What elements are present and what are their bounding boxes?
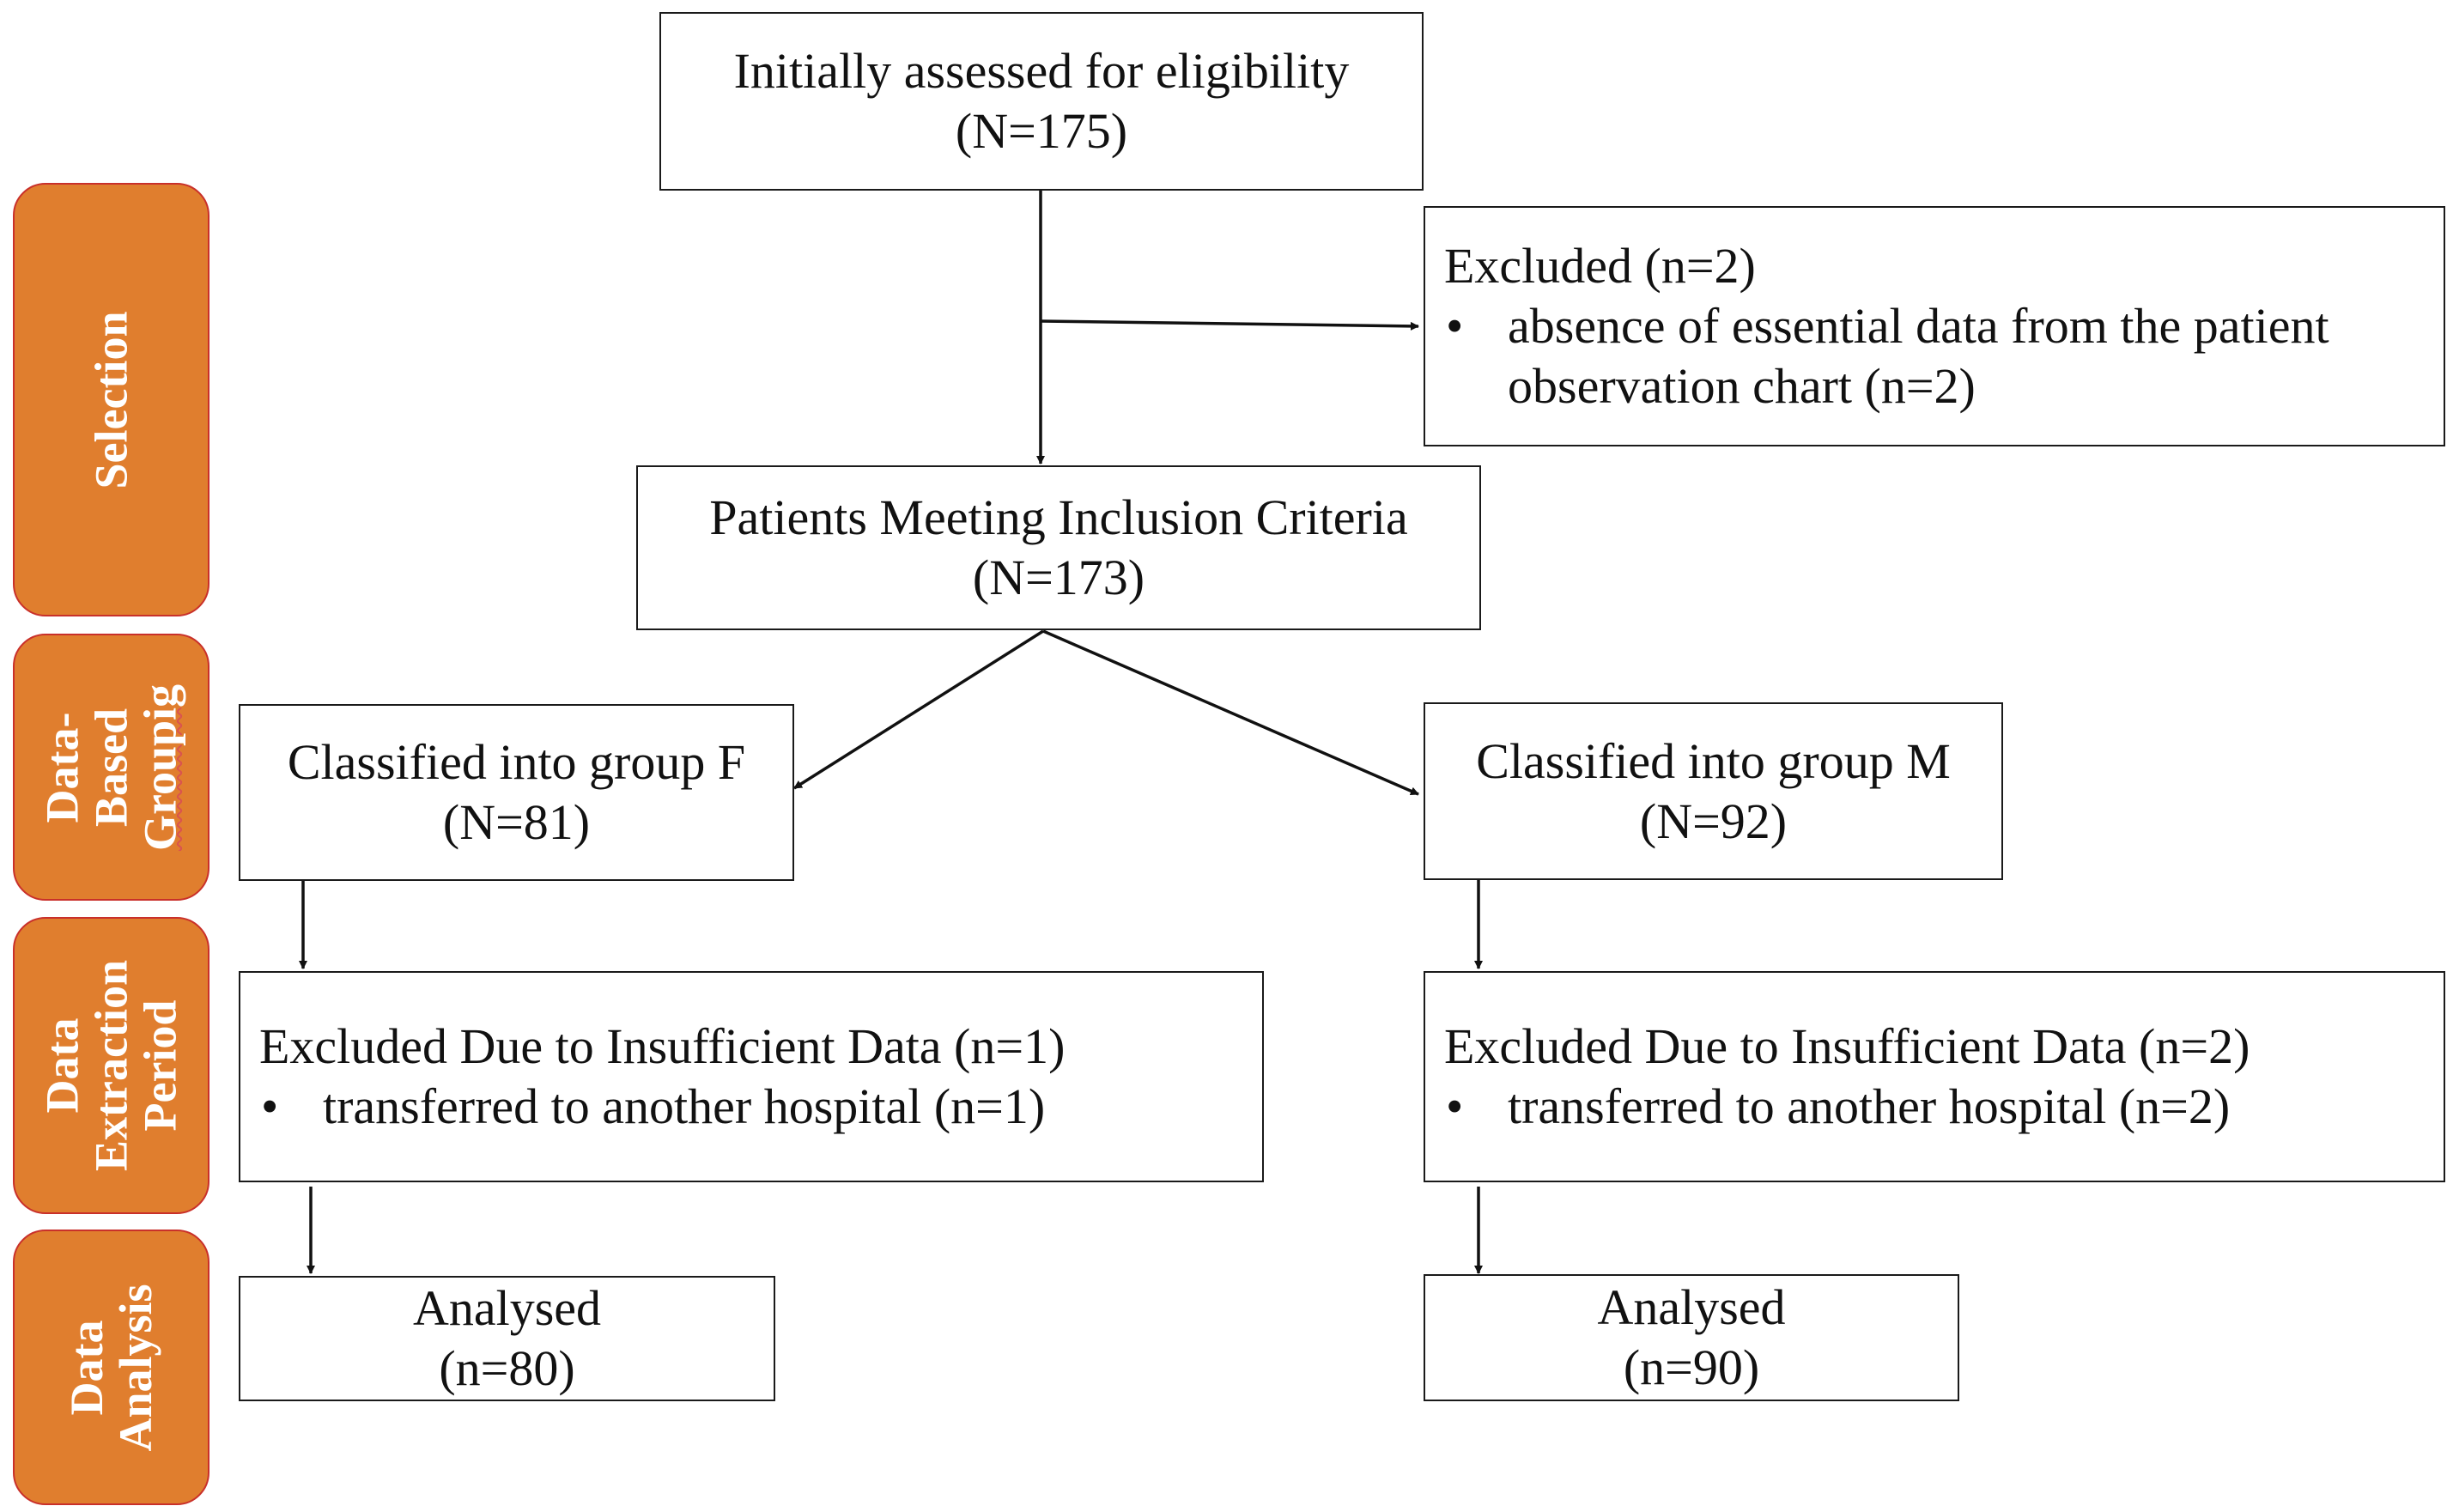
- box-initially-assessed: Initially assessed for eligibility (N=17…: [659, 12, 1424, 191]
- arrow-to-excluded-top: [1040, 319, 1419, 331]
- box-excluded-top: Excluded (n=2) • absence of essential da…: [1424, 206, 2445, 446]
- excluded-m-bullet: • transferred to another hospital (n=2): [1444, 1077, 2444, 1137]
- stage-label-analysis: Data Analysis: [13, 1230, 209, 1505]
- bullet-dot: •: [1446, 1078, 1464, 1134]
- bullet-dot: •: [261, 1078, 279, 1134]
- analysed-f-count: (n=80): [439, 1340, 575, 1396]
- excluded-f-bullet-text: transferred to another hospital (n=1): [323, 1078, 1046, 1134]
- stage-label-extraction: Data Extraction Period: [13, 917, 209, 1214]
- group-f-title: Classified into group F: [287, 734, 746, 790]
- excluded-m-title: Excluded Due to Insufficient Data (n=2): [1444, 1018, 2250, 1074]
- box-group-f: Classified into group F (N=81): [239, 704, 794, 881]
- assessed-count: (N=175): [955, 103, 1128, 159]
- bullet-dot: •: [1446, 298, 1464, 354]
- group-f-count: (N=81): [442, 794, 591, 850]
- excluded-top-bullet-line-1: absence of essential data from the patie…: [1508, 298, 2329, 354]
- excluded-f-bullet: • transferred to another hospital (n=1): [259, 1077, 1262, 1137]
- arrow-inclusion-to-group-m: [1042, 629, 1419, 796]
- box-analysed-f: Analysed (n=80): [239, 1276, 775, 1401]
- box-inclusion-criteria: Patients Meeting Inclusion Criteria (N=1…: [636, 465, 1481, 630]
- box-excluded-m: Excluded Due to Insufficient Data (n=2) …: [1424, 971, 2445, 1182]
- excluded-top-bullet-line-2: observation chart (n=2): [1508, 358, 1976, 414]
- stage-label-grouping: Data- Based Groupig: [13, 634, 209, 901]
- excluded-f-title: Excluded Due to Insufficient Data (n=1): [259, 1018, 1066, 1074]
- group-m-count: (N=92): [1639, 792, 1788, 849]
- arrow-inclusion-to-group-f: [793, 629, 1044, 790]
- assessed-title: Initially assessed for eligibility: [733, 43, 1350, 99]
- analysed-f-title: Analysed: [412, 1280, 602, 1336]
- box-group-m: Classified into group M (N=92): [1424, 702, 2003, 880]
- analysed-m-title: Analysed: [1597, 1279, 1786, 1335]
- group-m-title: Classified into group M: [1476, 732, 1951, 789]
- excluded-top-bullet: • absence of essential data from the pat…: [1444, 296, 2444, 416]
- inclusion-title: Patients Meeting Inclusion Criteria: [709, 489, 1408, 545]
- inclusion-count: (N=173): [972, 550, 1145, 605]
- box-excluded-f: Excluded Due to Insufficient Data (n=1) …: [239, 971, 1264, 1182]
- excluded-top-bullet-text: absence of essential data from the patie…: [1508, 296, 2329, 416]
- box-analysed-m: Analysed (n=90): [1424, 1274, 1959, 1401]
- analysed-m-count: (n=90): [1623, 1339, 1760, 1395]
- excluded-m-bullet-text: transferred to another hospital (n=2): [1508, 1078, 2231, 1134]
- stage-label-selection: Selection: [13, 183, 209, 616]
- excluded-top-title: Excluded (n=2): [1444, 238, 1756, 294]
